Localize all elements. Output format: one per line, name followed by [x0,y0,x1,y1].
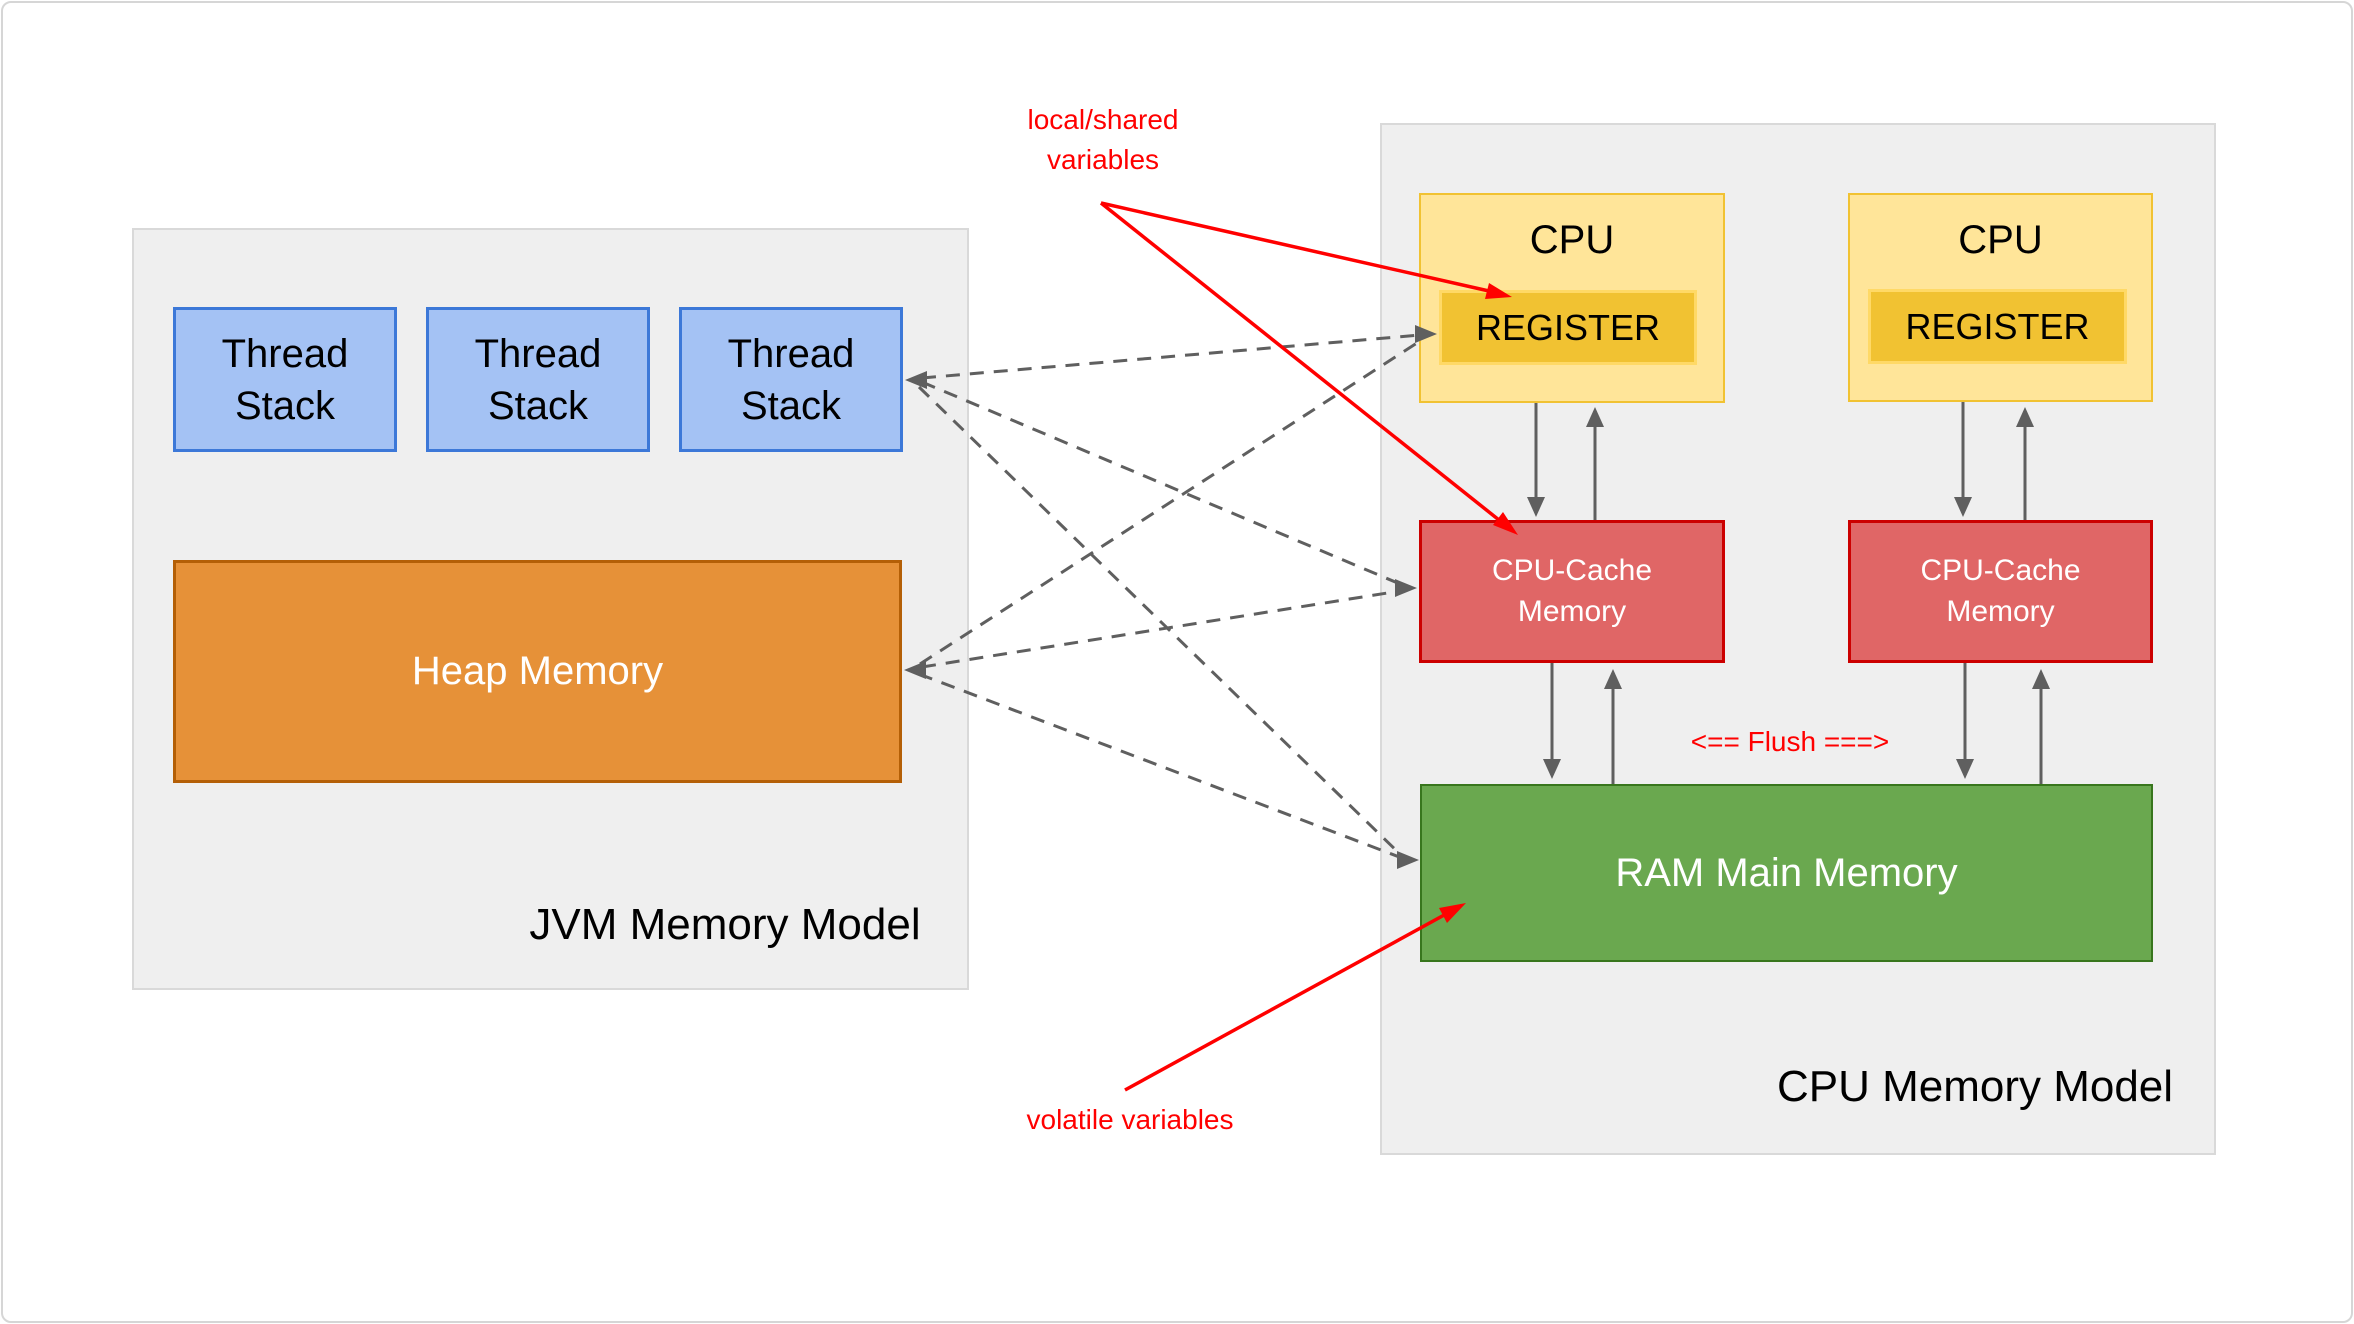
arrowhead-into-thread-stack [905,371,927,389]
red-arrowhead-ram [1439,903,1466,923]
red-arrow-local-shared-to-cache [1099,201,1501,522]
dashed-link-heap-ram [918,672,1403,860]
jvm-model-title: JVM Memory Model [529,900,921,949]
dashed-link-stack-register [921,333,1421,380]
arrowhead-into-heap [904,661,926,679]
ram-main-memory-label: RAM Main Memory [1615,850,1958,895]
ram-main-memory-box: RAM Main Memory [1420,784,2153,962]
arrowhead-down-ram-right [1956,759,1974,779]
volatile-variables-annotation: volatile variables [1026,1104,1234,1135]
red-arrowhead-cache [1493,512,1518,535]
red-arrowhead-register [1485,283,1512,299]
cpu-cache-label: CPU-Cache Memory [1920,554,2081,628]
cpu-label-1: CPU [1529,218,1615,262]
register-label: REGISTER [1475,306,1661,348]
red-arrow-local-shared-to-register [1100,201,1490,293]
cpu-label-2: CPU [1958,218,2043,262]
arrowhead-into-register [1415,325,1437,343]
arrowhead-into-cache [1395,579,1417,597]
arrowhead-down-cache2 [1954,497,1972,517]
arrowhead-down-cache1 [1527,497,1545,517]
local-shared-variables-annotation: local/shared variables [1027,104,1179,175]
cpu-cache-label: CPU-Cache Memory [1491,554,1653,628]
cpu-cache-box-1: CPU-Cache Memory [1419,520,1725,663]
dashed-link-stack-ram [917,385,1404,858]
arrowhead-down-ram-left [1543,759,1561,779]
arrowhead-into-ram [1397,851,1419,869]
thread-stack-box-3: Thread Stack [679,307,903,452]
red-arrow-volatile-to-ram [1124,912,1447,1092]
thread-stack-label: Thread Stack [727,331,855,428]
arrowhead-up-cache1 [1604,669,1622,689]
cpu-cache-box-2: CPU-Cache Memory [1848,520,2153,663]
heap-memory-box: Heap Memory [173,560,902,783]
thread-stack-box-2: Thread Stack [426,307,650,452]
thread-stack-box-1: Thread Stack [173,307,397,452]
dashed-link-heap-cache [921,589,1401,669]
arrowhead-up-cpu2 [2016,407,2034,427]
arrowhead-up-cache2 [2032,669,2050,689]
thread-stack-label: Thread Stack [474,331,602,428]
arrowhead-up-cpu1 [1586,407,1604,427]
register-label: REGISTER [1905,305,2090,347]
cpu-model-title: CPU Memory Model [1776,1062,2174,1111]
dashed-link-heap-register [919,339,1421,666]
flush-label: <== Flush ===> [1690,726,1890,757]
dashed-link-stack-cache [921,380,1401,586]
thread-stack-label: Thread Stack [221,331,349,428]
register-box-2: REGISTER [1868,289,2127,364]
heap-memory-label: Heap Memory [411,649,664,693]
register-box-1: REGISTER [1439,290,1697,365]
